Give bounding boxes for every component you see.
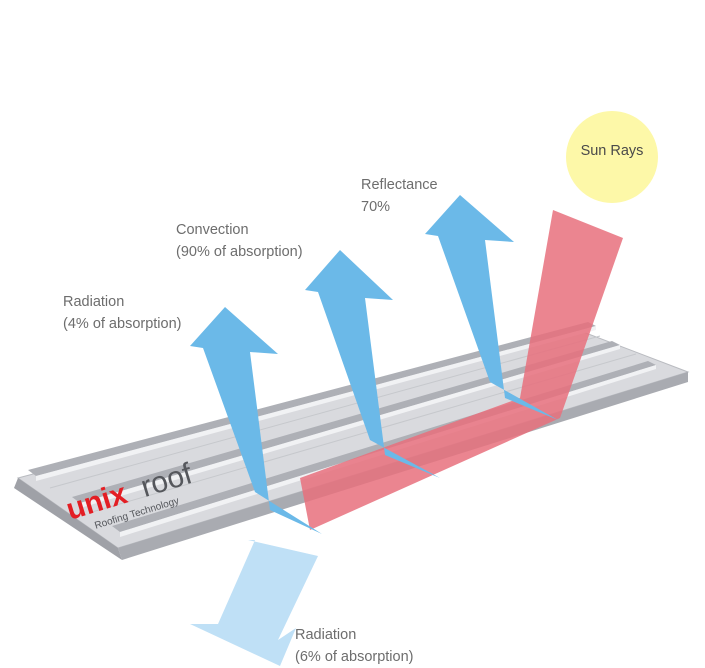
sun	[566, 111, 658, 203]
radiation-bottom-label: Radiation (6% of absorption)	[295, 624, 413, 668]
radiation-top-value: (4% of absorption)	[63, 316, 182, 332]
radiation-top-label: Radiation (4% of absorption)	[63, 291, 181, 335]
sun-label: Sun Rays	[580, 143, 644, 159]
radiation-up-arrow	[190, 307, 322, 534]
radiation-down-arrow	[190, 540, 318, 666]
radiation-bottom-value: (6% of absorption)	[295, 649, 414, 665]
sun-ray-band	[300, 210, 623, 530]
reflectance-arrow	[425, 195, 558, 420]
convection-arrow	[305, 250, 440, 478]
radiation-bottom-title: Radiation	[295, 627, 357, 643]
convection-title: Convection	[176, 222, 249, 238]
reflectance-value: 70%	[361, 199, 391, 215]
convection-value: (90% of absorption)	[176, 244, 303, 260]
radiation-top-title: Radiation	[63, 294, 125, 310]
reflectance-label: Reflectance 70%	[361, 174, 438, 218]
reflectance-title: Reflectance	[361, 177, 438, 193]
sun-circle	[566, 111, 658, 203]
convection-label: Convection (90% of absorption)	[176, 219, 303, 263]
